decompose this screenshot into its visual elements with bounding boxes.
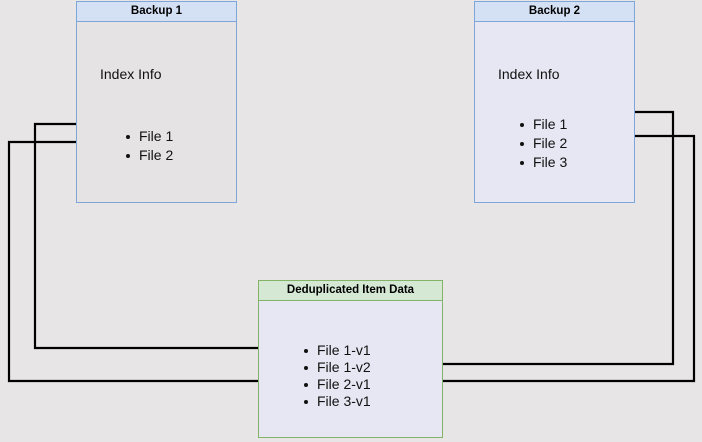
node-backup-2-header: Backup 2: [475, 2, 634, 22]
node-backup-2[interactable]: Backup 2 Index Info File 1 File 2 File 3: [474, 1, 635, 203]
list-item[interactable]: File 1-v2: [301, 359, 371, 376]
backup-2-file-list: File 1 File 2 File 3: [517, 115, 567, 172]
node-backup-1[interactable]: Backup 1 Index Info File 1 File 2: [76, 1, 237, 203]
list-item[interactable]: File 2: [123, 146, 173, 165]
list-item[interactable]: File 2-v1: [301, 376, 371, 393]
list-item[interactable]: File 2: [517, 134, 567, 153]
list-item[interactable]: File 3: [517, 153, 567, 172]
node-dedup-body: File 1-v1 File 1-v2 File 2-v1 File 3-v1: [259, 301, 442, 437]
list-item[interactable]: File 3-v1: [301, 393, 371, 410]
list-item[interactable]: File 1: [123, 127, 173, 146]
backup-1-file-list: File 1 File 2: [123, 127, 173, 165]
node-backup-1-body: Index Info File 1 File 2: [77, 22, 236, 202]
node-backup-2-body: Index Info File 1 File 2 File 3: [475, 22, 634, 202]
list-item[interactable]: File 1: [517, 115, 567, 134]
backup-2-index-label: Index Info: [498, 66, 560, 82]
node-deduplicated-item-data[interactable]: Deduplicated Item Data File 1-v1 File 1-…: [258, 280, 443, 438]
node-backup-1-header: Backup 1: [77, 2, 236, 22]
list-item[interactable]: File 1-v1: [301, 342, 371, 359]
backup-1-index-label: Index Info: [100, 66, 162, 82]
dedup-file-list: File 1-v1 File 1-v2 File 2-v1 File 3-v1: [301, 342, 371, 410]
node-dedup-header: Deduplicated Item Data: [259, 281, 442, 301]
